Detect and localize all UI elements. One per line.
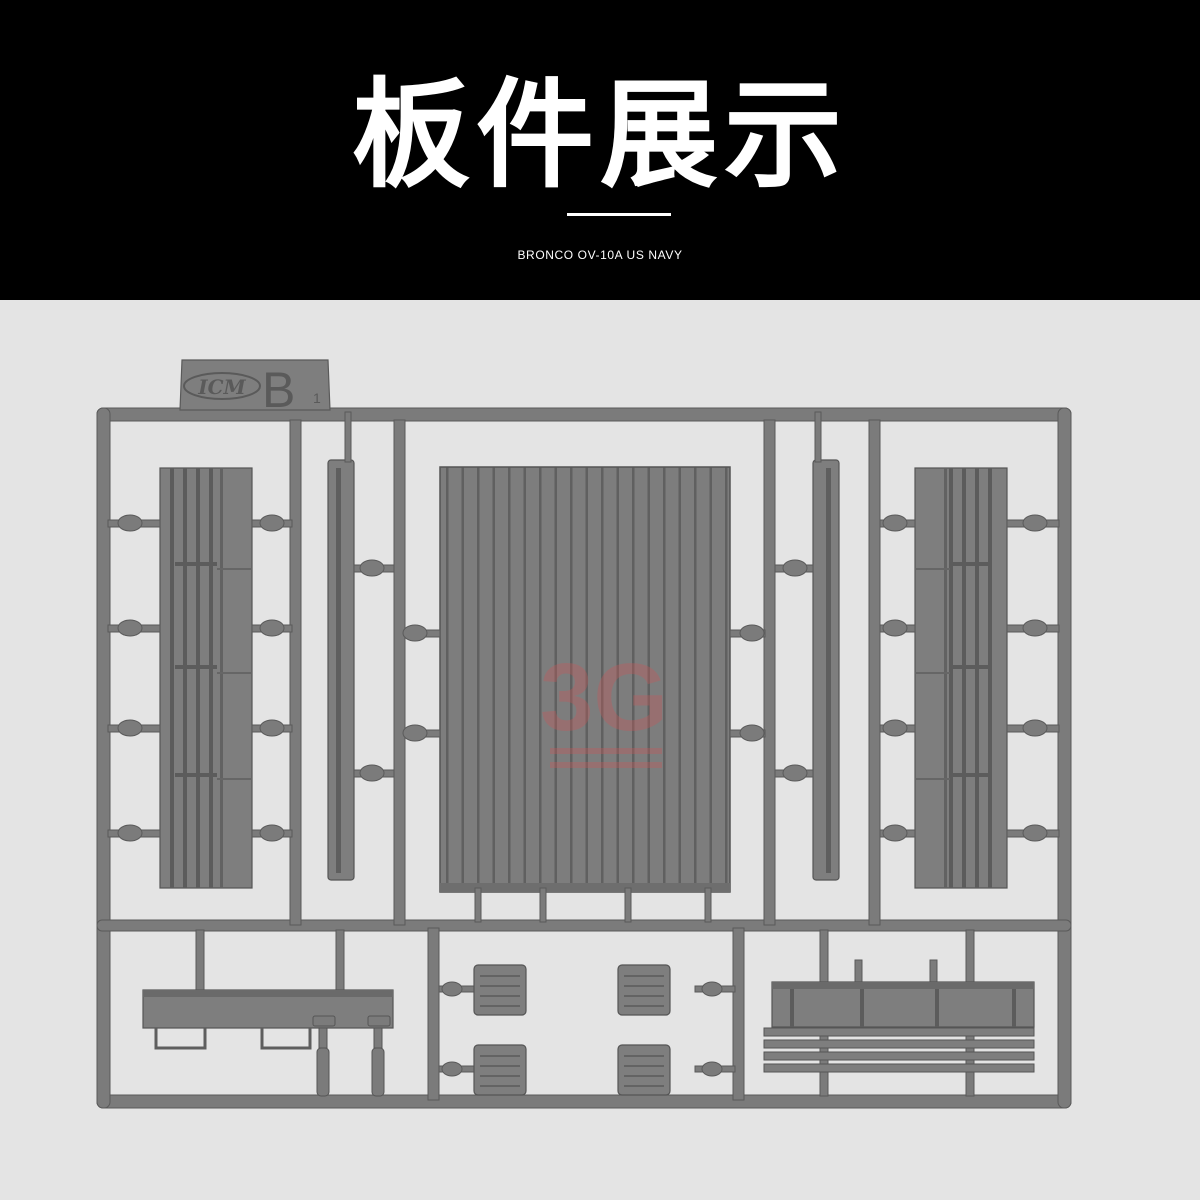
small-plate-parts bbox=[438, 964, 736, 1096]
icm-tag: ICM B 1 bbox=[179, 359, 331, 418]
sprue-illustration: ICM B 1 bbox=[96, 359, 1072, 1109]
3g-watermark: 3G bbox=[540, 644, 668, 768]
right-rail-part bbox=[812, 459, 840, 881]
sprue-number: 1 bbox=[313, 390, 321, 406]
sprue-photo: ICM B 1 bbox=[0, 300, 1200, 1200]
sprue-gates bbox=[107, 411, 1060, 923]
left-rail-part bbox=[327, 459, 355, 881]
icm-logo: ICM bbox=[197, 375, 246, 399]
small-pin-parts bbox=[312, 1015, 391, 1097]
page-title: 板件展示 bbox=[351, 66, 848, 204]
sprue-letter: B bbox=[262, 362, 295, 418]
product-subtitle: BRONCO OV-10A US NAVY bbox=[517, 248, 683, 262]
left-deck-part bbox=[159, 467, 253, 889]
sprue-frame bbox=[96, 407, 1072, 1109]
bottom-left-beam-part bbox=[142, 929, 394, 1050]
title-divider bbox=[567, 213, 671, 216]
watermark-text: 3G bbox=[540, 644, 668, 751]
header-banner: 板件展示 BRONCO OV-10A US NAVY bbox=[0, 0, 1200, 300]
bottom-right-frame-part bbox=[763, 929, 1035, 1097]
ribbed-floor-panel bbox=[439, 466, 731, 893]
right-deck-part bbox=[914, 467, 1008, 889]
